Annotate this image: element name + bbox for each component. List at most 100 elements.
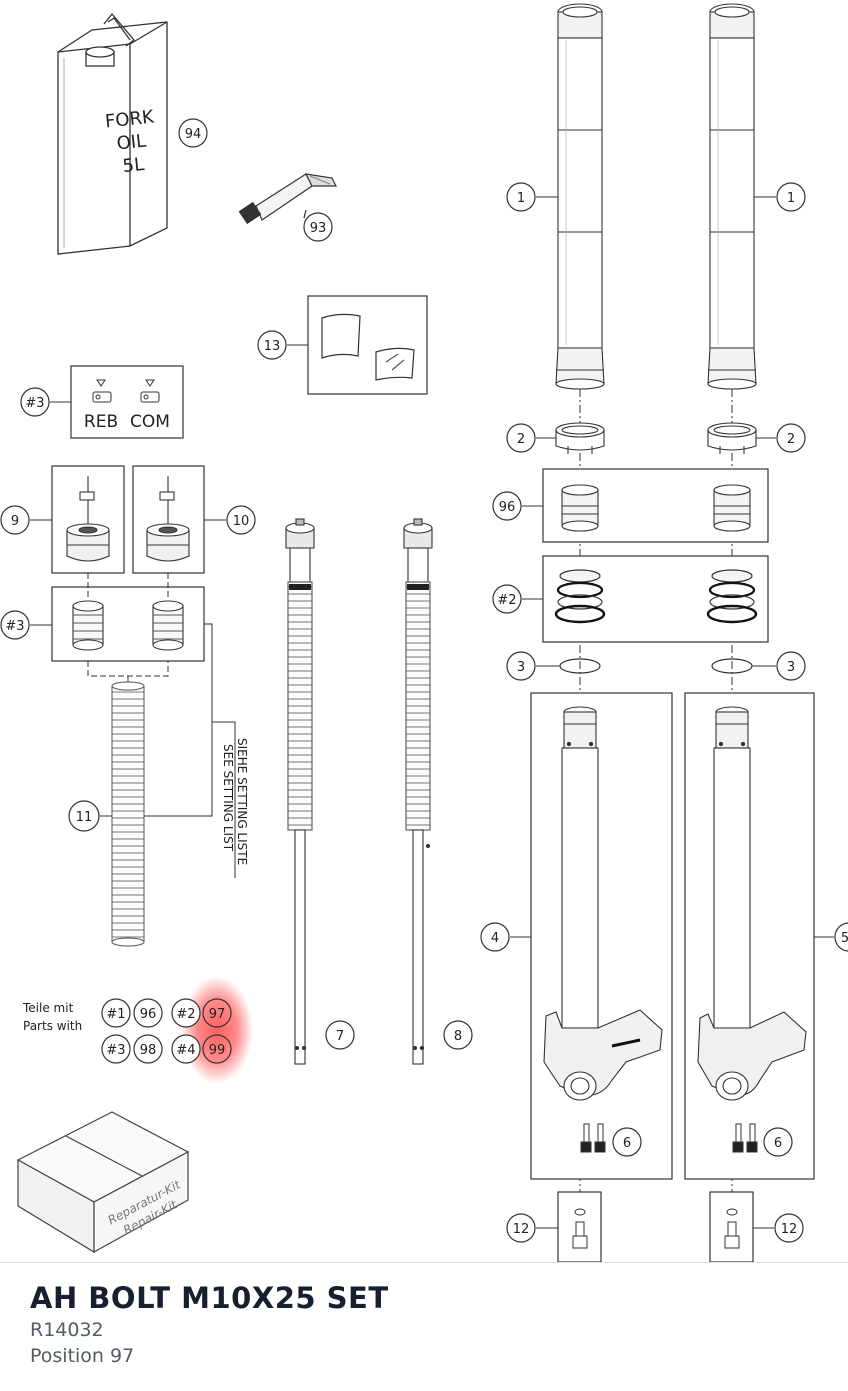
callout-93-label: 93 — [310, 221, 327, 236]
callout-13-label: 13 — [264, 339, 281, 354]
part-info-panel: AH BOLT M10X25 SET R14032 Position 97 — [0, 1262, 848, 1391]
callout-96: 96 — [492, 491, 522, 521]
callout-1-left: 1 — [506, 182, 536, 212]
callout-8: 8 — [443, 1020, 473, 1050]
outer-tube-left — [555, 3, 605, 390]
callout-spring-seat-group: #3 — [0, 610, 30, 640]
legend-ref-96: 96 — [140, 1007, 157, 1022]
callout-10-label: 10 — [233, 514, 250, 529]
legend-ref-3: #3 — [106, 1043, 125, 1058]
kit-96-part-right — [713, 484, 751, 532]
seal-right — [706, 569, 758, 624]
legend-label-de: Teile mit — [22, 1001, 74, 1015]
reb-adjuster-icon — [92, 379, 112, 403]
com-label: COM — [130, 412, 170, 432]
adjuster-box — [70, 365, 184, 439]
callout-12-right-label: 12 — [781, 1222, 798, 1237]
callout-2-left: 2 — [506, 423, 536, 453]
callout-5: 5 — [834, 922, 848, 952]
damper-rod-7 — [285, 518, 315, 1065]
legend-ref-97[interactable]: 97 — [209, 1007, 226, 1022]
part-number: R14032 — [30, 1319, 104, 1341]
pinch-bolts-left — [580, 1123, 606, 1153]
axle-bolt-right — [724, 1208, 740, 1249]
callout-1-left-label: 1 — [517, 191, 525, 206]
callout-4-label: 4 — [491, 931, 499, 946]
callout-9-label: 9 — [11, 514, 19, 529]
reb-label: REB — [84, 412, 118, 432]
callout-93: 93 — [303, 212, 333, 242]
legend-ref-4: #4 — [176, 1043, 195, 1058]
callout-seal-group: #2 — [492, 584, 522, 614]
pinch-bolts-right — [732, 1123, 758, 1153]
repair-kit-box — [16, 1111, 190, 1254]
outer-tube-right — [707, 3, 757, 390]
callout-3-right: 3 — [776, 651, 806, 681]
lower-leg-box-left — [530, 692, 673, 1180]
com-adjuster-icon — [140, 379, 160, 403]
fork-spring — [111, 681, 145, 947]
exploded-parts-diagram: FORK OIL 5L 94 93 13 REB COM — [0, 3, 848, 1262]
legend-ref-99: 99 — [209, 1043, 226, 1058]
kit-96-part-left — [561, 484, 599, 532]
callout-10: 10 — [226, 505, 256, 535]
callout-6-right: 6 — [763, 1127, 793, 1157]
callout-1-right: 1 — [776, 182, 806, 212]
callout-2-right: 2 — [776, 423, 806, 453]
setting-note-de: SIEHE SETTING LISTE — [235, 738, 249, 865]
callout-94-label: 94 — [185, 127, 202, 142]
legend-row-1: #1 96 #2 97 — [101, 998, 232, 1028]
callout-13: 13 — [257, 330, 287, 360]
callout-1-right-label: 1 — [787, 191, 795, 206]
lower-leg-right — [697, 706, 807, 1101]
bushing-right — [707, 422, 757, 454]
callout-11-label: 11 — [76, 810, 93, 825]
callout-94: 94 — [178, 118, 208, 148]
callout-7-label: 7 — [336, 1029, 344, 1044]
callout-7: 7 — [325, 1020, 355, 1050]
bushing-left — [555, 422, 605, 454]
setting-note-en: SEE SETTING LIST — [221, 744, 235, 852]
callout-adjuster-group-label: #3 — [25, 396, 44, 411]
axle-bolt-left — [572, 1208, 588, 1249]
can-text-line-3: 5L — [122, 154, 146, 177]
callout-12-left: 12 — [506, 1213, 536, 1243]
callout-3-right-label: 3 — [787, 660, 795, 675]
callout-3-left: 3 — [506, 651, 536, 681]
selected-position-highlight — [181, 976, 253, 1084]
callout-6-right-label: 6 — [774, 1136, 782, 1151]
callout-2-right-label: 2 — [787, 432, 795, 447]
callout-8-label: 8 — [454, 1029, 462, 1044]
callout-96-label: 96 — [499, 500, 516, 515]
legend-ref-98: 98 — [140, 1043, 157, 1058]
callout-9: 9 — [0, 505, 30, 535]
damper-rod-8 — [403, 518, 433, 1065]
callout-12-right: 12 — [774, 1213, 804, 1243]
callout-12-left-label: 12 — [513, 1222, 530, 1237]
callout-3-left-label: 3 — [517, 660, 525, 675]
seal-left — [554, 569, 606, 624]
callout-4: 4 — [480, 922, 510, 952]
callout-5-label: 5 — [841, 931, 848, 946]
legend-ref-1: #1 — [106, 1007, 125, 1022]
seal-kit-box — [542, 555, 769, 643]
callout-11: 11 — [68, 800, 100, 832]
legend-ref-2: #2 — [176, 1007, 195, 1022]
spring-seat-left — [72, 600, 104, 651]
sticker-set — [307, 295, 428, 395]
callout-spring-seat-group-label: #3 — [5, 619, 24, 634]
spring-seat-right — [152, 600, 184, 651]
cartridge-valve-9 — [66, 476, 110, 562]
part-position: Position 97 — [30, 1345, 135, 1367]
callout-6-left: 6 — [612, 1127, 642, 1157]
lower-leg-left — [543, 706, 663, 1101]
can-text-line-1: FORK — [104, 106, 156, 132]
legend-label-en: Parts with — [23, 1019, 82, 1033]
callout-adjuster-group: #3 — [20, 387, 50, 417]
callout-6-left-label: 6 — [623, 1136, 631, 1151]
grease-tube — [238, 173, 337, 225]
callout-seal-group-label: #2 — [497, 593, 516, 608]
cartridge-valve-10 — [146, 476, 190, 562]
fork-oil-can — [57, 12, 168, 255]
can-text-line-2: OIL — [116, 131, 148, 155]
